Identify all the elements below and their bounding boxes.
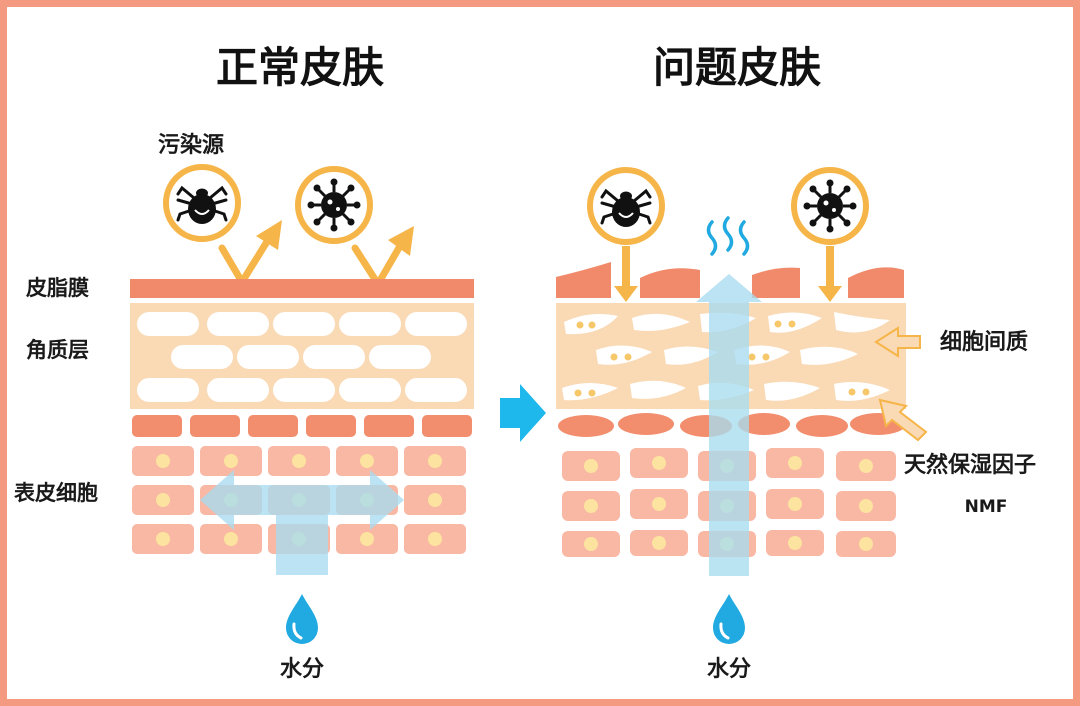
virus-icon <box>802 178 858 234</box>
evaporation-icon <box>706 216 750 256</box>
transition-arrow-icon <box>500 384 546 442</box>
water-label-left: 水分 <box>280 657 324 682</box>
sebum-film-layer <box>130 279 474 298</box>
epidermal-cells-label: 表皮细胞 <box>14 481 98 505</box>
water-loss-flow <box>696 274 762 576</box>
penetration-arrow-1 <box>614 246 638 302</box>
problem-skin-title: 问题皮肤 <box>653 43 821 92</box>
sebum-film-label: 皮脂膜 <box>26 276 89 300</box>
nmf-dots <box>574 320 870 397</box>
normal-skin-title: 正常皮肤 <box>216 43 384 92</box>
penetration-arrow-2 <box>818 246 842 302</box>
intercellular-pointer-arrow <box>874 326 921 358</box>
water-retention-flow <box>200 470 404 575</box>
pollutant-label: 污染源 <box>158 132 224 158</box>
intercellular-label: 细胞间质 <box>940 329 1028 355</box>
water-label-right: 水分 <box>707 657 751 682</box>
virus-callout-left <box>295 166 373 244</box>
deflect-arrowhead-left-1 <box>256 220 282 250</box>
deflect-arrowhead-left-2 <box>388 226 414 256</box>
nmf-abbr-label: NMF <box>965 497 1008 517</box>
corneum-cells-left <box>137 312 467 402</box>
stratum-corneum-label: 角质层 <box>26 338 89 362</box>
damaged-sebum-film <box>556 262 904 298</box>
nmf-label: 天然保湿因子 <box>904 452 1036 478</box>
mite-callout-left <box>163 164 241 242</box>
virus-callout-right <box>791 167 869 245</box>
virus-icon <box>306 177 362 233</box>
granular-cells-left <box>132 415 472 437</box>
nmf-pointer-arrow <box>878 398 928 442</box>
mite-callout-right <box>587 167 665 245</box>
